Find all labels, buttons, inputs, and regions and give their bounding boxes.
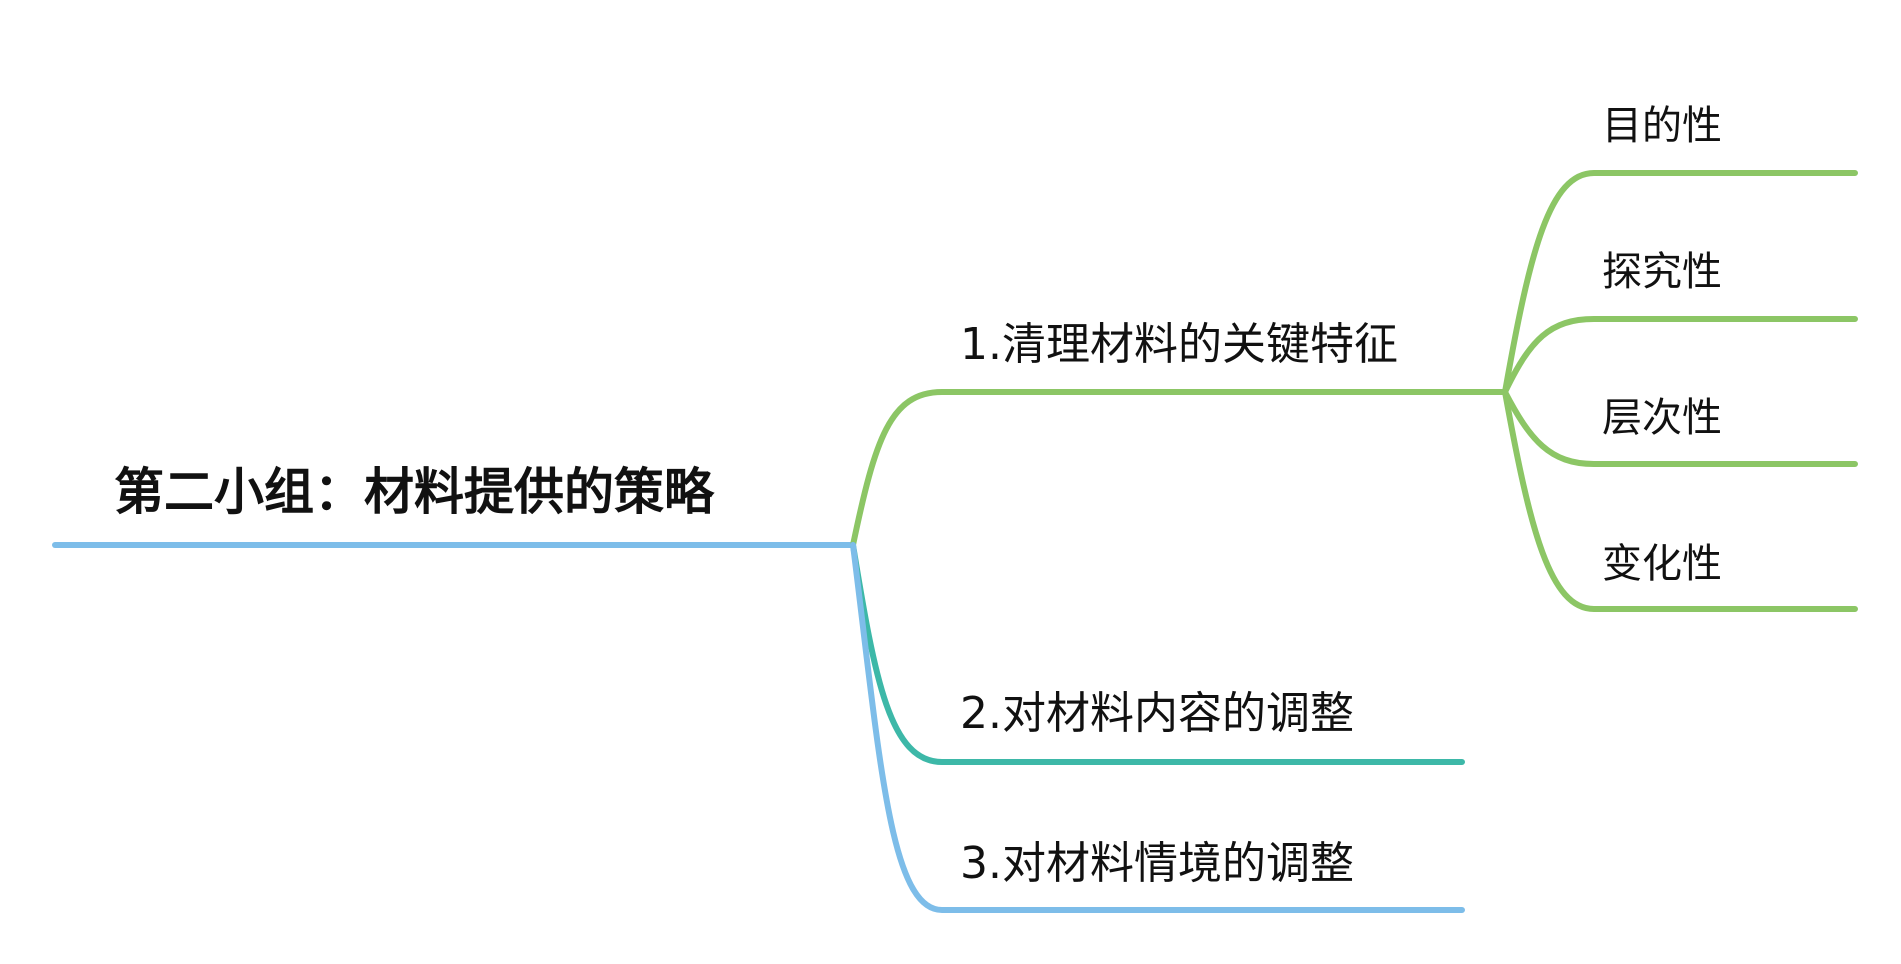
branch-topic-2[interactable]: 2.对材料内容的调整 bbox=[960, 688, 1354, 739]
leaf-3-connector bbox=[1502, 389, 1858, 467]
leaf-2-connector bbox=[1502, 316, 1858, 395]
leaf-topic-purpose[interactable]: 目的性 bbox=[1602, 103, 1722, 149]
root-topic[interactable]: 第二小组：材料提供的策略 bbox=[114, 463, 714, 521]
leaf-topic-inquiry[interactable]: 探究性 bbox=[1602, 249, 1722, 295]
leaf-topic-hierarchy[interactable]: 层次性 bbox=[1602, 395, 1722, 441]
branch-topic-1[interactable]: 1.清理材料的关键特征 bbox=[960, 319, 1398, 370]
branch-topic-3[interactable]: 3.对材料情境的调整 bbox=[960, 838, 1354, 889]
branch-1-connector bbox=[850, 389, 1508, 548]
leaf-1-connector bbox=[1502, 170, 1858, 395]
leaf-4-connector bbox=[1502, 389, 1858, 612]
branch-3-connector bbox=[850, 542, 1465, 913]
leaf-topic-variability[interactable]: 变化性 bbox=[1602, 541, 1722, 587]
